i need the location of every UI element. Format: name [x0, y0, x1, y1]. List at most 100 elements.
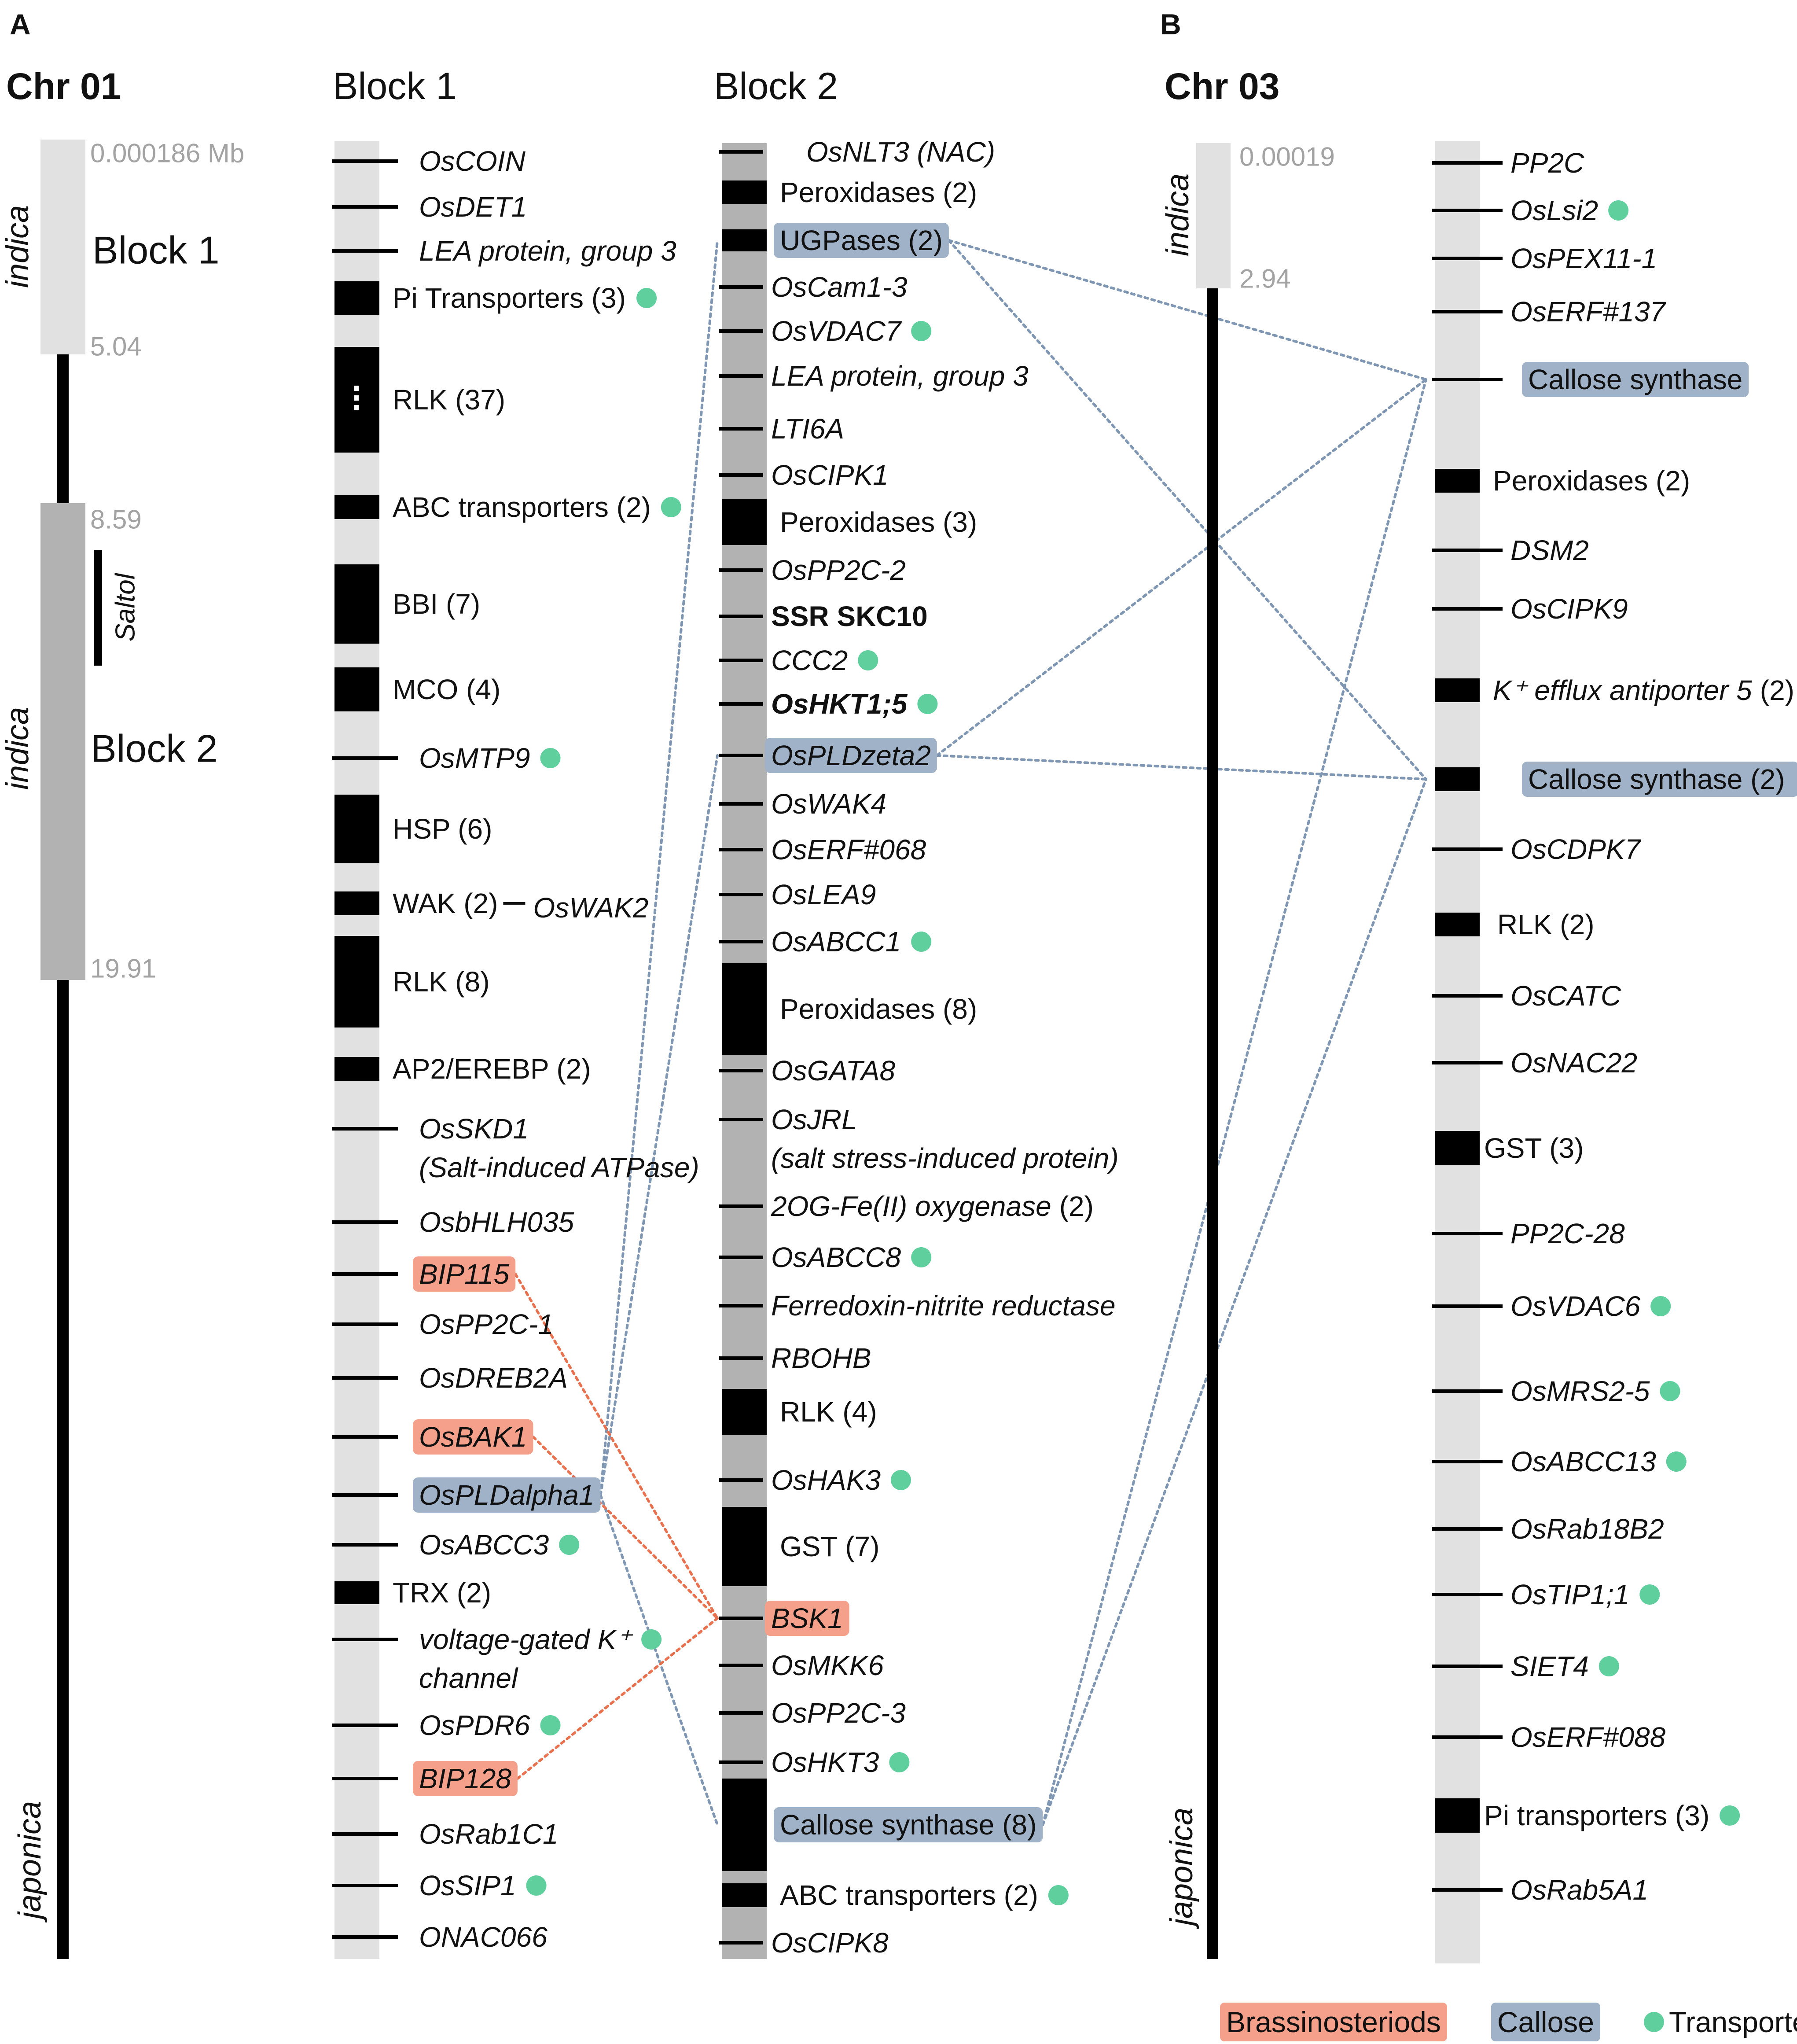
- block3-siet4-label: SIET4: [1510, 1650, 1589, 1682]
- block2-bsk1-label: BSK1: [771, 1602, 843, 1634]
- block1-osdet1-label: OsDET1: [419, 191, 527, 223]
- block2-oscam1-3-tick: [719, 285, 763, 289]
- block2-oshkt1-5-transporter-dot: [917, 694, 938, 714]
- chr01-coord-block2-start: 8.59: [90, 505, 142, 534]
- block2-bsk1-highlight: [765, 1601, 849, 1636]
- block1-bip115-highlight: [413, 1256, 516, 1292]
- block1-pi-transporters-3-label: Pi Transporters (3): [393, 282, 626, 314]
- block3-gst-3-band: [1435, 1131, 1480, 1165]
- block1-lea-protein-group-3-tick: [332, 249, 398, 253]
- link-bip128-to-bsk1: [516, 1617, 719, 1780]
- link-ugpases-2-to-callose-synthase-2: [947, 239, 1427, 781]
- block3-k-efflux-antiporter-5-count: (2): [1760, 674, 1794, 706]
- block1-osbhlh035-tick: [332, 1220, 398, 1224]
- chr03-axis: [1207, 282, 1218, 1959]
- block1-osmtp9-transporter-dot: [540, 748, 561, 768]
- block2-oscipk8-tick: [719, 1941, 763, 1945]
- block2-peroxidases-8-band: [722, 963, 767, 1055]
- block2-ssr-skc10-tick: [719, 615, 763, 618]
- block2-oscam1-3-label: OsCam1-3: [771, 271, 908, 303]
- block2-ccc2-transporter-dot: [858, 650, 878, 670]
- block3-callose-synthase-highlight: [1522, 362, 1749, 397]
- legend-brassinosteriods-label: Brassinosteriods: [1226, 2006, 1441, 2038]
- link-ospldalpha1-to-ospldzeta2: [599, 754, 719, 1496]
- block1-hsp-6-band: [334, 795, 379, 863]
- block1-rlk-8-label: RLK (8): [393, 966, 490, 998]
- link-ugpases-2-to-callose-synthase: [947, 239, 1427, 381]
- block3-oserf-088-label: OsERF#088: [1510, 1721, 1666, 1753]
- block2-osnlt3-nac-tick: [719, 150, 763, 154]
- block1-onac066-tick: [332, 1935, 398, 1939]
- link-callose-synthase-8-to-callose-synthase-2: [1041, 778, 1427, 1826]
- block2-ospldzeta2-label: OsPLDzeta2: [771, 740, 931, 771]
- block3-pi-transporters-3-transporter-dot: [1720, 1805, 1740, 1826]
- block3-osmrs2-5-label: OsMRS2-5: [1510, 1375, 1650, 1407]
- block2-osvdac7-label: OsVDAC7: [771, 315, 902, 347]
- block1-osbak1-label: OsBAK1: [419, 1421, 527, 1453]
- block2-peroxidases-3-band: [722, 499, 767, 545]
- block1-ospldalpha1-highlight: [413, 1477, 601, 1513]
- block1-abc-transporters-2-transporter-dot: [661, 497, 681, 517]
- block2-ospldzeta2-highlight: [765, 738, 937, 773]
- block2-osabcc8-transporter-dot: [911, 1247, 932, 1267]
- link-ospldzeta2-to-callose-synthase-2: [935, 754, 1427, 781]
- block3-oscatc-label: OsCATC: [1510, 980, 1621, 1012]
- block3-osvdac6-tick: [1432, 1304, 1503, 1308]
- block1-abc-transporters-2-label: ABC transporters (2): [393, 491, 651, 523]
- block3-pp2c-label: PP2C: [1510, 147, 1584, 179]
- block2-gst-7-label: GST (7): [780, 1531, 879, 1562]
- chr01-coord-start: 0.000186 Mb: [90, 139, 244, 168]
- block3-oslsi2-tick: [1432, 209, 1503, 212]
- block2-rbohb-tick: [719, 1356, 763, 1360]
- block3-oserf-137-label: OsERF#137: [1510, 296, 1667, 328]
- block1-ospp2c-1-label: OsPP2C-1: [419, 1308, 554, 1340]
- block3-oslsi2-label: OsLsi2: [1510, 195, 1598, 226]
- block3-callose-synthase-tick: [1432, 378, 1503, 381]
- block3-callose-synthase-label: Callose synthase: [1528, 364, 1742, 395]
- legend-brassinosteriods-swatch: [1220, 2003, 1447, 2041]
- block1-osmtp9-label: OsMTP9: [419, 742, 530, 774]
- block1-bip128-tick: [332, 1777, 398, 1780]
- block2-osjrl-tick: [719, 1118, 763, 1121]
- block3-pp2c-tick: [1432, 161, 1503, 165]
- block2-ospp2c-3-tick: [719, 1711, 763, 1715]
- block2-osabcc1-tick: [719, 940, 763, 943]
- block3-osrab5a1-label: OsRab5A1: [1510, 1874, 1648, 1906]
- block2-lti6a-tick: [719, 427, 763, 431]
- chr03-coord-start: 0.00019: [1239, 142, 1335, 172]
- chr01-indica-label-1: indica: [0, 205, 35, 288]
- block1-bbi-7-band: [334, 564, 379, 644]
- block2-ospp2c-2-label: OsPP2C-2: [771, 554, 906, 586]
- block2-rbohb-label: RBOHB: [771, 1342, 871, 1374]
- block3-callose-synthase-2-label: Callose synthase (2): [1528, 763, 1785, 795]
- chr03-japonica-label: japonica: [1164, 1808, 1199, 1930]
- block3-callose-synthase-2-highlight: [1522, 762, 1797, 797]
- block3-pp2c-28-label: PP2C-28: [1510, 1218, 1625, 1249]
- block3-osabcc13-tick: [1432, 1460, 1503, 1463]
- block2-oscipk1-tick: [719, 473, 763, 477]
- block2-ferredoxin-nitrite-reductase-tick: [719, 1304, 763, 1307]
- block2-ssr-skc10-label: SSR SKC10: [771, 600, 928, 632]
- block3-k-efflux-antiporter-5-label: K⁺ efflux antiporter 5: [1493, 674, 1752, 706]
- block1-ap2-erebp-2-label: AP2/EREBP (2): [393, 1053, 591, 1085]
- block2-peroxidases-3-label: Peroxidases (3): [780, 506, 977, 538]
- block2-oshkt3-tick: [719, 1760, 763, 1764]
- block1-oscoin-label: OsCOIN: [419, 145, 526, 177]
- block3-oscdpk7-label: OsCDPK7: [1510, 833, 1642, 865]
- block2-osabcc1-transporter-dot: [911, 932, 932, 952]
- block2-osmkk6-label: OsMKK6: [771, 1650, 884, 1681]
- block1-ossip1-label: OsSIP1: [419, 1870, 516, 1901]
- block3-k-efflux-antiporter-5-band: [1435, 678, 1480, 702]
- block1-pi-transporters-3-band: [334, 281, 379, 315]
- block2-osabcc1-label: OsABCC1: [771, 926, 901, 958]
- legend-transporters-label: Transporters: [1669, 2006, 1797, 2038]
- block1-wak-2-label: WAK (2): [393, 888, 498, 919]
- block2-2og-fe-ii-oxygenase-label: 2OG-Fe(II) oxygenase: [771, 1190, 1051, 1222]
- block3-oscipk9-label: OsCIPK9: [1510, 593, 1628, 625]
- chr01-title: Chr 01: [6, 66, 121, 107]
- link-ospldzeta2-to-callose-synthase: [935, 378, 1427, 757]
- block1-osrab1c1-tick: [332, 1832, 398, 1836]
- block2-osvdac7-transporter-dot: [911, 321, 932, 341]
- block1-ossip1-tick: [332, 1884, 398, 1887]
- block1-ospdr6-label: OsPDR6: [419, 1709, 530, 1741]
